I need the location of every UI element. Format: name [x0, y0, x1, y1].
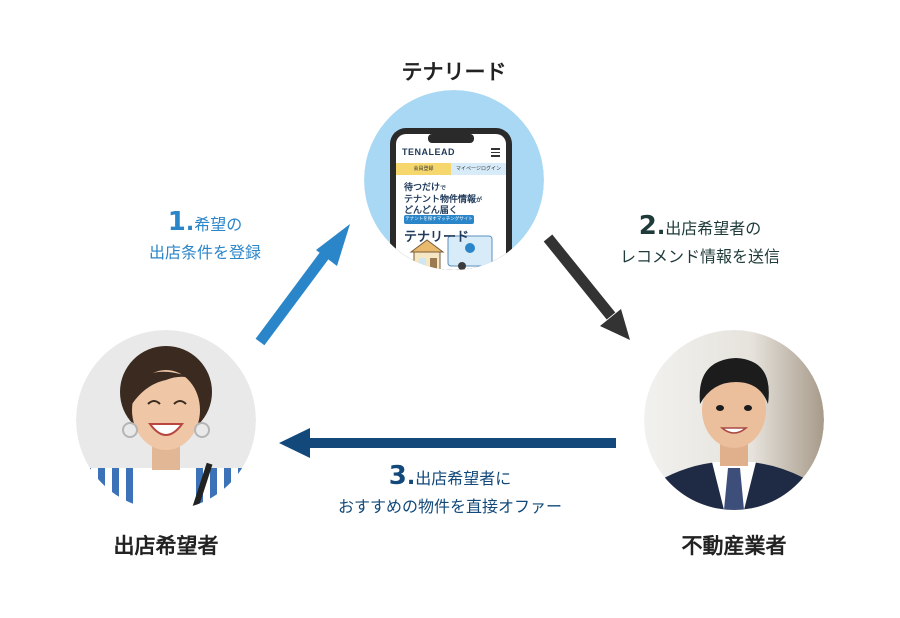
headline-main-1: 待つだけ	[404, 183, 441, 193]
phone-brand: テナリード	[404, 230, 470, 245]
tab-register[interactable]: 会員登録	[413, 166, 434, 172]
node-label-applicant: 出店希望者	[113, 534, 219, 558]
phone-headline-line2: テナント物件情報が	[404, 192, 482, 205]
step-3-number: 3	[388, 461, 407, 491]
step-3-line2: おすすめの物件を直接オファー	[337, 497, 562, 516]
shop-applicant-photo	[76, 330, 256, 510]
hamburger-icon[interactable]	[491, 148, 500, 157]
phone-headline-line1: 待つだけで	[404, 180, 446, 193]
step-1-text1: 希望の	[194, 215, 243, 234]
tab-mypage-login[interactable]: マイページログイン	[456, 166, 501, 172]
step-2-line2: レコメンド情報を送信	[619, 247, 780, 266]
arrow-send-recommend	[543, 234, 630, 340]
headline-main-2: テナント物件情報	[404, 195, 477, 205]
node-label-tenalead: テナリード	[401, 60, 507, 84]
step-2-number: 2	[638, 211, 657, 241]
step-1-line2: 出店条件を登録	[148, 243, 261, 262]
phone-logo: TENALEAD	[402, 147, 455, 157]
step-2-text1: 出店希望者の	[665, 219, 762, 238]
phone-headline-line3: どんどん届く	[404, 206, 458, 216]
step-1-caption: 1.希望の 出店条件を登録	[110, 208, 300, 267]
node-label-agent: 不動産業者	[681, 534, 787, 558]
headline-small-1: で	[440, 185, 447, 192]
step-2-caption: 2.出店希望者の レコメンド情報を送信	[580, 212, 820, 271]
step-1-line1: 1.希望の	[167, 207, 243, 237]
step-1-number: 1	[167, 207, 186, 237]
phone-badge: テナントを探すマッチングサイト	[405, 217, 473, 222]
step-3-line1: 3.出店希望者に	[388, 461, 512, 491]
arrow-offer	[279, 428, 616, 458]
headline-small-2: が	[476, 197, 483, 204]
store-illustration	[409, 235, 493, 270]
real-estate-agent-photo	[644, 330, 824, 510]
tenalead-phone-circle	[364, 90, 544, 270]
step-3-caption: 3.出店希望者に おすすめの物件を直接オファー	[300, 462, 600, 521]
arrow-register	[255, 224, 350, 346]
step-3-text1: 出店希望者に	[415, 469, 512, 488]
step-2-line1: 2.出店希望者の	[638, 211, 762, 241]
